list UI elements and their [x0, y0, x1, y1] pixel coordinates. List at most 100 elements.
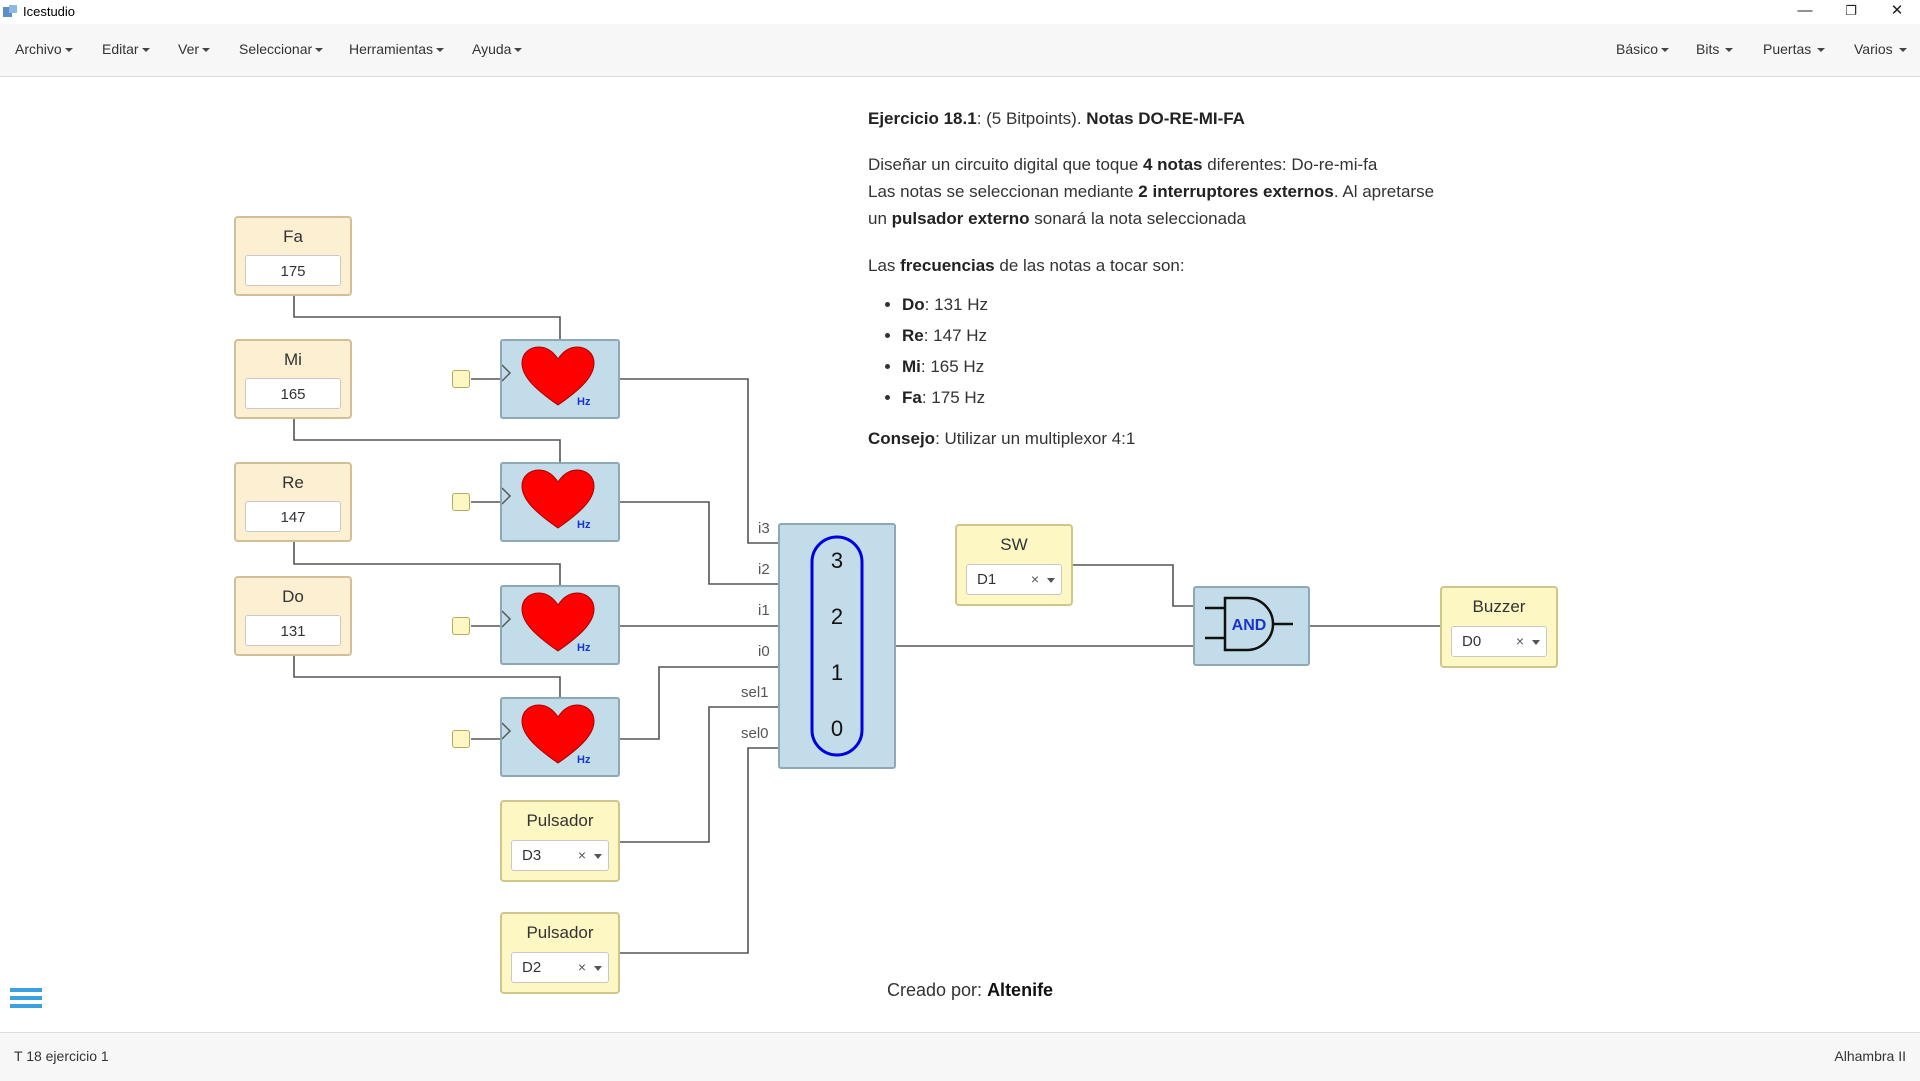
menu-varios[interactable]: Varios: [1854, 41, 1907, 57]
close-button[interactable]: ✕: [1890, 2, 1904, 19]
menu-label: Bits: [1696, 41, 1720, 57]
constant-value[interactable]: 165: [245, 378, 341, 409]
input-port-square[interactable]: [452, 493, 470, 511]
input-port-square[interactable]: [452, 370, 470, 388]
constant-do[interactable]: Do 131: [234, 576, 352, 656]
input-label: SW: [1000, 535, 1028, 554]
list-item: Re: 147 Hz: [902, 320, 1508, 351]
output-buzzer-d0[interactable]: Buzzer D0 ×: [1440, 586, 1558, 668]
constant-label: Mi: [284, 350, 302, 369]
constant-re[interactable]: Re 147: [234, 462, 352, 542]
caret-down-icon: [1898, 48, 1907, 53]
list-item: Do: 131 Hz: [902, 289, 1508, 320]
pin-select[interactable]: D0 ×: [1451, 626, 1547, 657]
frequency-block-fa[interactable]: Hz: [500, 339, 620, 419]
caret-down-icon: [64, 48, 73, 53]
pin-select[interactable]: D3 ×: [511, 840, 609, 871]
constant-label: Re: [282, 473, 304, 492]
menu-label: Varios: [1854, 41, 1893, 57]
input-port-square[interactable]: [452, 730, 470, 748]
and-gate-block[interactable]: AND: [1193, 586, 1310, 666]
caret-down-icon: [315, 48, 324, 53]
mux-4-1-block[interactable]: 3 2 1 0: [778, 523, 896, 769]
dropdown-arrow-icon[interactable]: [1532, 640, 1540, 645]
caret-down-icon: [202, 48, 211, 53]
constant-label: Do: [282, 587, 304, 606]
frequency-block-mi[interactable]: Hz: [500, 462, 620, 542]
constant-value[interactable]: 131: [245, 615, 341, 646]
info-note: Ejercicio 18.1: (5 Bitpoints). Notas DO-…: [868, 105, 1508, 452]
status-bar: T 18 ejercicio 1 Alhambra II: [0, 1032, 1920, 1081]
pin-select[interactable]: D1 ×: [966, 564, 1062, 595]
menu-herramientas[interactable]: Herramientas: [349, 41, 445, 57]
wire-re: [293, 542, 561, 585]
constant-mi[interactable]: Mi 165: [234, 339, 352, 419]
constant-value[interactable]: 147: [245, 501, 341, 532]
exercise-title: Ejercicio 18.1: (5 Bitpoints). Notas DO-…: [868, 109, 1245, 128]
menu-label: Básico: [1616, 41, 1659, 57]
wire-do: [293, 656, 561, 697]
dropdown-arrow-icon[interactable]: [1047, 578, 1055, 583]
menu-label: Puertas: [1763, 41, 1812, 57]
menu-editar[interactable]: Editar: [102, 41, 150, 57]
pin-value: D3: [522, 847, 542, 864]
menu-puertas[interactable]: Puertas: [1763, 41, 1826, 57]
constant-fa[interactable]: Fa 175: [234, 216, 352, 296]
wire-sel0: [620, 747, 778, 954]
constant-value[interactable]: 175: [245, 255, 341, 286]
wire-sel1: [620, 706, 778, 843]
heart-icon: Hz: [501, 346, 595, 408]
wires: [293, 296, 1440, 954]
circuit-canvas[interactable]: Fa 175 Mi 165 Re 147 Do 131 Hz Hz: [0, 77, 1920, 1032]
mux-port-i1: i1: [758, 602, 770, 619]
clear-icon[interactable]: ×: [1515, 633, 1524, 649]
icestudio-logo-icon: [3, 5, 17, 17]
description-paragraph: Diseñar un circuito digital que toque 4 …: [868, 155, 1435, 228]
menu-label: Herramientas: [349, 41, 434, 57]
hz-label: Hz: [577, 754, 591, 766]
minimize-button[interactable]: —: [1797, 2, 1813, 19]
menu-label: Archivo: [15, 41, 62, 57]
heart-icon: Hz: [501, 592, 595, 654]
menu-seleccionar[interactable]: Seleccionar: [239, 41, 324, 57]
dropdown-arrow-icon[interactable]: [594, 966, 602, 971]
title-bar: Icestudio — ❐ ✕: [0, 0, 1920, 24]
wire-mi: [293, 419, 561, 462]
constant-label: Fa: [283, 227, 303, 246]
mux-icon: 3 2 1 0: [810, 535, 864, 757]
window-title: Icestudio: [23, 4, 76, 19]
credit-note: Creado por: Altenife: [887, 980, 1054, 1000]
input-sw-d1[interactable]: SW D1 ×: [955, 524, 1073, 606]
frequency-block-re[interactable]: Hz: [500, 585, 620, 665]
menu-hamburger-icon[interactable]: [10, 988, 42, 1016]
input-pulsador-d3[interactable]: Pulsador D3 ×: [500, 800, 620, 882]
mux-port-i0: i0: [758, 643, 770, 660]
clear-icon[interactable]: ×: [577, 959, 586, 975]
menu-archivo[interactable]: Archivo: [15, 41, 73, 57]
menu-basico[interactable]: Básico: [1616, 41, 1670, 57]
hz-label: Hz: [577, 519, 591, 531]
caret-down-icon: [436, 48, 445, 53]
menu-label: Ver: [178, 41, 200, 57]
pin-value: D2: [522, 959, 542, 976]
heart-icon: Hz: [501, 469, 595, 531]
board-name[interactable]: Alhambra II: [1834, 1048, 1906, 1064]
menu-label: Ayuda: [472, 41, 512, 57]
maximize-button[interactable]: ❐: [1845, 3, 1857, 18]
mux-port-sel0: sel0: [741, 725, 769, 742]
menu-ver[interactable]: Ver: [178, 41, 211, 57]
pin-select[interactable]: D2 ×: [511, 952, 609, 983]
clear-icon[interactable]: ×: [1030, 571, 1039, 587]
output-label: Buzzer: [1472, 597, 1526, 616]
input-pulsador-d2[interactable]: Pulsador D2 ×: [500, 912, 620, 994]
wire-i3: [620, 378, 778, 544]
clear-icon[interactable]: ×: [577, 847, 586, 863]
menu-bits[interactable]: Bits: [1696, 41, 1734, 57]
input-port-square[interactable]: [452, 617, 470, 635]
dropdown-arrow-icon[interactable]: [594, 854, 602, 859]
mux-port-sel1: sel1: [741, 684, 769, 701]
menu-label: Editar: [102, 41, 139, 57]
menu-ayuda[interactable]: Ayuda: [472, 41, 523, 57]
list-item: Mi: 165 Hz: [902, 351, 1508, 382]
frequency-block-do[interactable]: Hz: [500, 697, 620, 777]
